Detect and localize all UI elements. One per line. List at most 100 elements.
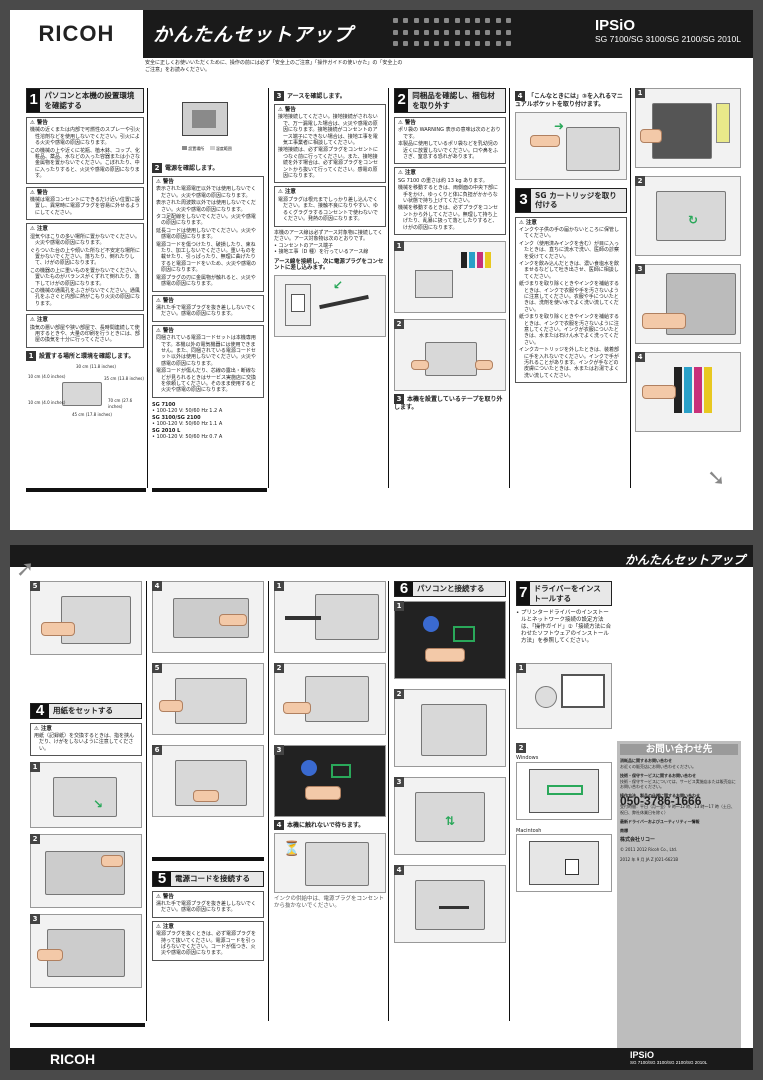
caution-label: ⚠ 注意 xyxy=(398,170,416,177)
caution-item: 換気の悪い部屋や狭い部屋で、長時間連続して使用するときや、大量の印刷を行うときに… xyxy=(30,324,140,344)
ground-text: 本機のアース線は必ずアース対象物に接続してください。アース対象物は次のとおりです… xyxy=(274,229,383,243)
wait-note: インクの供給中は、電源プラグをコンセントから抜かないでください。 xyxy=(274,896,385,909)
caution-box: ⚠ 注意 湿気やほこりの多い場所に置かないでください。火災や感電の原因になります… xyxy=(26,223,144,312)
warning-label: ⚠ 警告 xyxy=(156,179,174,185)
caution-label: ⚠ 注意 xyxy=(30,226,48,233)
section-number: 3 xyxy=(516,188,532,212)
paper-step-2: 2 xyxy=(30,834,142,909)
power-spec: • 100-120 V: 50/60 Hz 1.2 A xyxy=(152,408,223,415)
paper-step-6: 6 xyxy=(152,745,264,817)
contact-title: お問い合わせ先 xyxy=(620,744,738,756)
warning-label: ⚠ 警告 xyxy=(30,189,48,196)
model-name: SG 3100/SG 2100 xyxy=(152,414,201,421)
brand-block: IPSiO SG 7100/SG 3100/SG 2100/SG 2010L xyxy=(595,17,741,44)
warning-label: ⚠ 警告 xyxy=(156,327,174,334)
page-turn-back-icon: ➚ xyxy=(16,557,35,582)
caution-item: インク（使用済みインクを含む）が目に入ったときは、直ちに流水で洗い、医師の診察を… xyxy=(519,240,620,260)
caution-item: この機械の通風孔をふさがないでください。通風孔をふさぐと内部に熱がこもり火災の原… xyxy=(30,287,141,307)
power-step-1: 1 xyxy=(274,581,386,653)
warning-item: 機械は電源コンセントにできるだけ近い位置に設置し、異常時に電源プラグを容易に外せ… xyxy=(30,197,141,216)
caution-box: ⚠ 注意 電源プラグは根元までしっかり差し込んでください。また、接触不良になりや… xyxy=(274,186,386,227)
warning-item: 電源コードを傷つけたり、破損したり、束ねたり、加工しないでください。重いものを載… xyxy=(156,241,257,274)
driver-instruction: • プリンタードライバーのインストールとネットワーク接続の設定方法は、「操作ガイ… xyxy=(516,610,612,644)
section-6-heading: 6 パソコンと接続する xyxy=(394,581,506,597)
warning-item: 電源プラグの刃に金属物が触れると、火災や感電の原因になります。 xyxy=(156,274,256,288)
warning-item: 延長コードは使用しないでください。火災や感電の原因になります。 xyxy=(156,227,256,241)
support-phone: 050-3786-1666 xyxy=(620,793,702,808)
footer-logo: RICOH xyxy=(50,1051,96,1067)
caution-item: 機械を移動するときは、両側面の中央下部に手をかけ、ゆっくりと体に負担がかからない… xyxy=(398,185,499,205)
column-e: 7 ドライバーをインストールする • プリンタードライバーのインストールとネット… xyxy=(516,581,612,892)
warning-box: ⚠ 警告 接地接続してください。接地接続がされないで、万一漏電した場合は、火災や… xyxy=(274,104,386,184)
outlet-illustration: ↙ xyxy=(274,274,386,337)
column-a: 5 4 用紙をセットする ⚠ 注意 用紙（記録紙）を交換するときは、指を挟んだり… xyxy=(30,581,142,989)
windows-dialog xyxy=(516,761,612,820)
section-title: パソコンと接続する xyxy=(417,584,485,593)
warning-item: 表示された電源電圧以外では使用しないでください。火災や感電の原因になります。 xyxy=(156,186,256,199)
section-title: パソコンと本機の設置環境を確認する xyxy=(44,91,135,110)
column-4: 2 同梱品を確認し、梱包材を取り外す ⚠ 警告 ポリ袋の WARNING 表示の… xyxy=(394,88,506,415)
paper-step-4: 4 xyxy=(152,581,264,653)
section-number: 6 xyxy=(395,581,413,596)
windows-label: Windows xyxy=(516,755,539,761)
model-list: SG 7100/SG 3100/SG 2100/SG 2010L xyxy=(594,34,741,44)
column-b: 4 5 6 5 電源コードを接続する ⚠ 警告 濡れた手で電源プラグを抜き差しし… xyxy=(152,581,264,964)
ground-item: • 接地工事（D 種）を行っているアース線 xyxy=(274,249,369,255)
column-1: 1 パソコンと本機の設置環境を確認する ⚠ 警告 機械の近くまたは内部で可燃性の… xyxy=(26,88,144,426)
power-spec: • 100-120 V: 50/60 Hz 1.1 A xyxy=(152,421,223,428)
warning-item: 同梱されている電源コードセットは本機専用です。本機以外の電気機器には使用できませ… xyxy=(156,335,256,367)
cartridge-step-4: 4 xyxy=(635,352,741,432)
section-title: ドライバーをインストールする xyxy=(533,584,601,603)
column-5: 4「こんなときには」③を入れるマニュアルポケットを取り付けます。 ➜ 3 SG … xyxy=(515,88,627,386)
warning-item: 濡れた手で電源プラグを抜き差ししないでください。感電の原因になります。 xyxy=(156,304,256,318)
section-title: SG カートリッジを取り付ける xyxy=(535,190,617,210)
warning-box: ⚠ 警告 ポリ袋の WARNING 表示の意味は次のとおりです。 本製品に使用し… xyxy=(394,117,506,165)
section-number: 7 xyxy=(517,582,530,605)
warning-item: 接地接続は、必ず電源プラグをコンセントにつなぐ前に行ってください。また、接地接続… xyxy=(278,147,379,180)
caution-box: ⚠ 注意 SG 7100 の重さは約 13 kg あります。 機械を移動するとき… xyxy=(394,167,506,236)
ricoh-logo: RICOH xyxy=(10,10,143,58)
copyright: © 2011 2012 Ricoh Co., Ltd. xyxy=(620,847,678,853)
warning-item: 電源コードが傷んだり、芯線の露出・断線などが見られるときはサービス実施店に交換を… xyxy=(156,368,257,394)
warning-item: 表示された周波数以外では使用しないでください。火災や感電の原因になります。 xyxy=(156,200,256,213)
warning-label: ⚠ 警告 xyxy=(156,893,174,900)
company-name: 株式会社リコー xyxy=(620,836,656,843)
model-name: SG 2010 L xyxy=(152,427,181,434)
caution-box: ⚠ 注意 換気の悪い部屋や狭い部屋で、長時間連続して使用するときや、大量の印刷を… xyxy=(26,314,144,348)
caution-item: 電源プラグは根元までしっかり差し込んでください。また、接触不良になりやすい、ゆる… xyxy=(278,196,379,223)
driver-step-2: 2 Windows Macintosh xyxy=(516,743,612,892)
section-7-heading: 7 ドライバーをインストールする xyxy=(516,581,612,606)
header-band: かんたんセットアップ IPSiO SG 7100/SG 3100/SG 2100… xyxy=(143,10,753,58)
ground-item: • コンセントのアース端子 xyxy=(274,242,333,249)
paper-step-1: 1 ↘ xyxy=(30,762,142,829)
caution-item: この機器の上に重いものを置かないでください。置いたものがバランスがくずれて倒れた… xyxy=(30,267,140,287)
connect-step-2: 2 xyxy=(394,688,506,767)
top-note: 安全に正しくお使いいただくために、操作の前には必ず「安全上のご注意」「操作ガイド… xyxy=(145,60,403,73)
section-number: 4 xyxy=(31,703,49,718)
warning-label: ⚠ 警告 xyxy=(278,107,296,113)
warning-box: ⚠ 警告 表示された電源電圧以外では使用しないでください。火災や感電の原因になり… xyxy=(152,176,264,292)
column-6: 1 2 ↻ 3 4 ➘ xyxy=(635,88,741,490)
connect-step-3: 3 ⇅ xyxy=(394,776,506,855)
sheet2-title: かんたんセットアップ xyxy=(624,553,745,567)
range-diagram: 設置場所 湿度範囲 xyxy=(152,88,264,160)
warning-item: 濡れた手で電源プラグを抜き差ししないでください。感電の原因になります。 xyxy=(156,900,256,914)
warning-item: この機械の上や近くに花瓶、植木鉢、コップ、化粧品、薬品、水などの入った容器または… xyxy=(30,147,141,180)
clearance-diagram: 30 cm (11.8 inches) 10 cm (4.0 inches) 3… xyxy=(26,363,144,426)
cartridge-step-1: 1 xyxy=(635,88,741,168)
caution-item: インクカートリッジを外したときは、装着部に手を入れないでください。インクで手が汚… xyxy=(519,347,620,379)
header: RICOH かんたんセットアップ IPSiO SG 7100/SG 3100/S… xyxy=(10,10,753,58)
caution-box: ⚠ 注意 インクや子供の手の届かないところに保管してください。 インク（使用済み… xyxy=(515,216,627,384)
warning-box: ⚠ 警告 同梱されている電源コードセットは本機専用です。本機以外の電気機器には使… xyxy=(152,324,264,398)
sheet2-header: かんたんセットアップ xyxy=(10,545,753,567)
warning-box: ⚠ 警告 濡れた手で電源プラグを抜き差ししないでください。感電の原因になります。 xyxy=(152,294,264,322)
section-2-heading: 2 同梱品を確認し、梱包材を取り外す xyxy=(394,88,506,113)
caution-box: ⚠ 注意 用紙（記録紙）を交換するときは、指を挟んだり、けがをしないように注意し… xyxy=(30,722,142,757)
caution-item: SG 7100 の重さは約 13 kg あります。 xyxy=(398,177,488,184)
caution-item: 湿気やほこりの多い場所に置かないでください。火災や感電の原因になります。 xyxy=(30,233,140,247)
